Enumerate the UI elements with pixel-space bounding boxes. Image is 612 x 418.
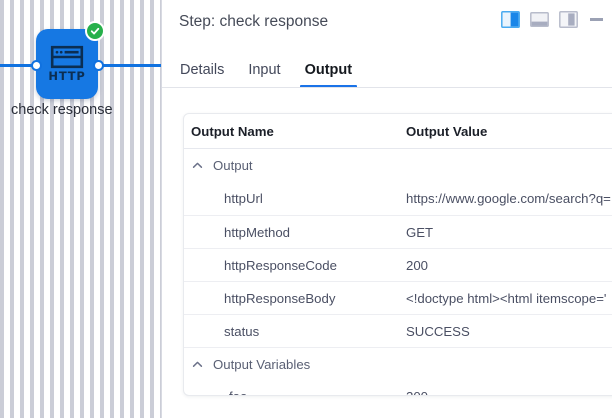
tab-output[interactable]: Output: [299, 62, 357, 89]
table-row[interactable]: httpMethod GET: [184, 215, 612, 248]
step-details-panel: Step: check response: [162, 0, 612, 418]
row-value: GET: [406, 224, 434, 240]
chevron-up-icon[interactable]: [191, 159, 204, 172]
layout-split-right-icon[interactable]: [501, 11, 520, 28]
node-label: check response: [11, 102, 113, 118]
table-header-row: Output Name Output Value: [184, 114, 612, 149]
workflow-node-http[interactable]: HTTP: [36, 29, 98, 99]
node-http-label: HTTP: [48, 69, 86, 84]
table-group-output-variables[interactable]: Output Variables: [184, 347, 612, 380]
tabs-underline: [162, 87, 612, 88]
layout-bottom-panel-icon[interactable]: [530, 11, 549, 28]
panel-title: Step: check response: [179, 12, 329, 30]
layout-side-panel-icon[interactable]: [559, 11, 578, 28]
row-name: foo: [191, 389, 406, 395]
minimize-icon[interactable]: [588, 11, 604, 28]
output-table: Output Name Output Value Output httpUrl: [183, 113, 612, 396]
panel-tabs: Details Input Output: [162, 43, 612, 88]
group-label: Output: [213, 158, 253, 173]
row-value: 200: [406, 257, 429, 273]
tab-input[interactable]: Input: [248, 61, 281, 78]
workflow-canvas[interactable]: HTTP check response: [0, 0, 161, 418]
table-row[interactable]: httpUrl https://www.google.com/search?q=: [184, 182, 612, 215]
row-name: status: [224, 323, 260, 339]
row-value: <!doctype html><html itemscope=': [406, 290, 607, 306]
node-output-port[interactable]: [93, 60, 104, 71]
panel-header: Step: check response: [162, 0, 612, 43]
chevron-up-icon[interactable]: [191, 358, 204, 371]
row-value: SUCCESS: [406, 323, 470, 339]
column-header-output-name: Output Name: [191, 123, 274, 139]
column-header-output-value: Output Value: [406, 123, 488, 139]
group-label: Output Variables: [213, 356, 311, 372]
table-row[interactable]: foo 200: [184, 380, 612, 395]
row-name: httpUrl: [224, 191, 263, 206]
node-input-port[interactable]: [31, 60, 42, 71]
row-value: 200: [406, 389, 612, 395]
row-name: httpResponseCode: [224, 257, 337, 273]
node-status-check-circle-icon: [85, 21, 105, 41]
row-name: httpResponseBody: [224, 290, 336, 306]
table-row[interactable]: status SUCCESS: [184, 314, 612, 347]
table-row[interactable]: httpResponseBody <!doctype html><html it…: [184, 281, 612, 314]
row-value: https://www.google.com/search?q=: [406, 191, 611, 206]
table-group-output[interactable]: Output: [184, 149, 612, 182]
row-name: httpMethod: [224, 224, 290, 240]
panel-divider[interactable]: [161, 0, 162, 418]
panel-header-actions: [501, 11, 604, 28]
tab-details[interactable]: Details: [180, 61, 225, 78]
http-browser-window-icon: [50, 46, 84, 69]
table-row[interactable]: httpResponseCode 200: [184, 248, 612, 281]
